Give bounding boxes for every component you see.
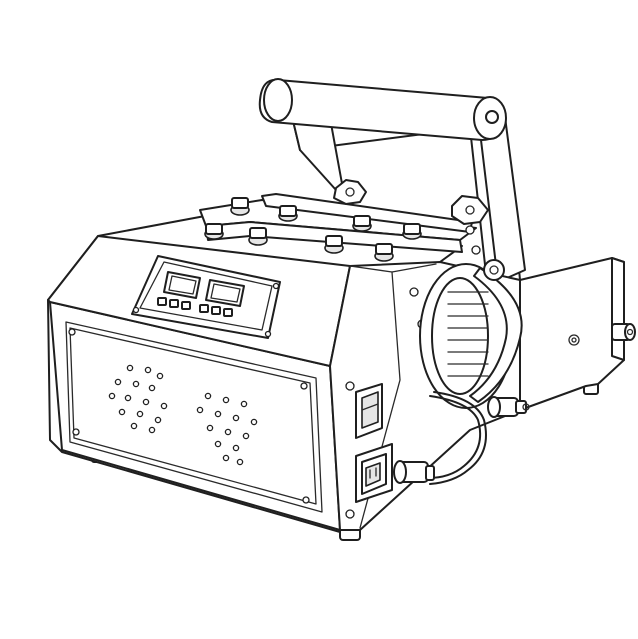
vent-hole (154, 416, 162, 424)
cable-connector-icon (393, 460, 435, 484)
control-button-icon[interactable] (223, 308, 233, 317)
rail-bolt (402, 223, 422, 240)
vent-holes (108, 364, 258, 466)
thermocouple-cable (427, 391, 487, 485)
rail-bolt (374, 243, 394, 262)
rail-bolt (248, 227, 268, 246)
vent-hole (108, 392, 116, 400)
vent-hole (214, 410, 222, 418)
adjustment-knob-icon[interactable] (333, 179, 367, 205)
rail-bolt (278, 205, 298, 222)
vent-hole (196, 406, 204, 414)
power-switch-icon[interactable] (355, 383, 383, 439)
vent-hole (224, 428, 232, 436)
power-inlet-icon[interactable] (355, 443, 393, 503)
rail-bolt (204, 223, 224, 240)
vent-hole (148, 384, 156, 392)
vent-hole (114, 378, 122, 386)
vent-hole (222, 454, 230, 462)
top-clamp-rail (199, 193, 477, 262)
vent-hole (232, 414, 240, 422)
cable-connector-icon (487, 396, 530, 418)
heating-ribs (447, 291, 489, 377)
rail-bolt (230, 197, 250, 216)
vent-hole (250, 418, 258, 426)
vent-hole (214, 440, 222, 448)
vent-hole (160, 402, 168, 410)
vent-hole (242, 432, 250, 440)
vent-panel (65, 321, 323, 513)
vent-hole (118, 408, 126, 416)
vent-hole (136, 410, 144, 418)
vent-hole (156, 372, 164, 380)
vent-hole (142, 398, 150, 406)
control-button-icon[interactable] (199, 304, 209, 313)
rail-bolt (352, 215, 372, 232)
digital-display-icon (205, 279, 245, 307)
vent-hole (132, 380, 140, 388)
vent-hole (204, 392, 212, 400)
adjustment-knob-icon[interactable] (451, 195, 489, 225)
control-button-icon[interactable] (181, 301, 191, 310)
vent-hole (222, 396, 230, 404)
rail-bolt (324, 235, 344, 254)
control-button-icon[interactable] (169, 299, 179, 308)
vent-hole (148, 426, 156, 434)
digital-display-icon (163, 271, 201, 299)
vent-hole (130, 422, 138, 430)
right-mount-plate (519, 257, 636, 411)
vent-hole (144, 366, 152, 374)
vent-hole (240, 400, 248, 408)
control-panel (131, 255, 281, 339)
control-button-icon[interactable] (211, 306, 221, 315)
vent-hole (236, 458, 244, 466)
side-bolt (611, 323, 636, 341)
control-button-icon[interactable] (157, 297, 167, 306)
vent-hole (206, 424, 214, 432)
vent-hole (124, 394, 132, 402)
vent-hole (126, 364, 134, 372)
vent-hole (232, 444, 240, 452)
